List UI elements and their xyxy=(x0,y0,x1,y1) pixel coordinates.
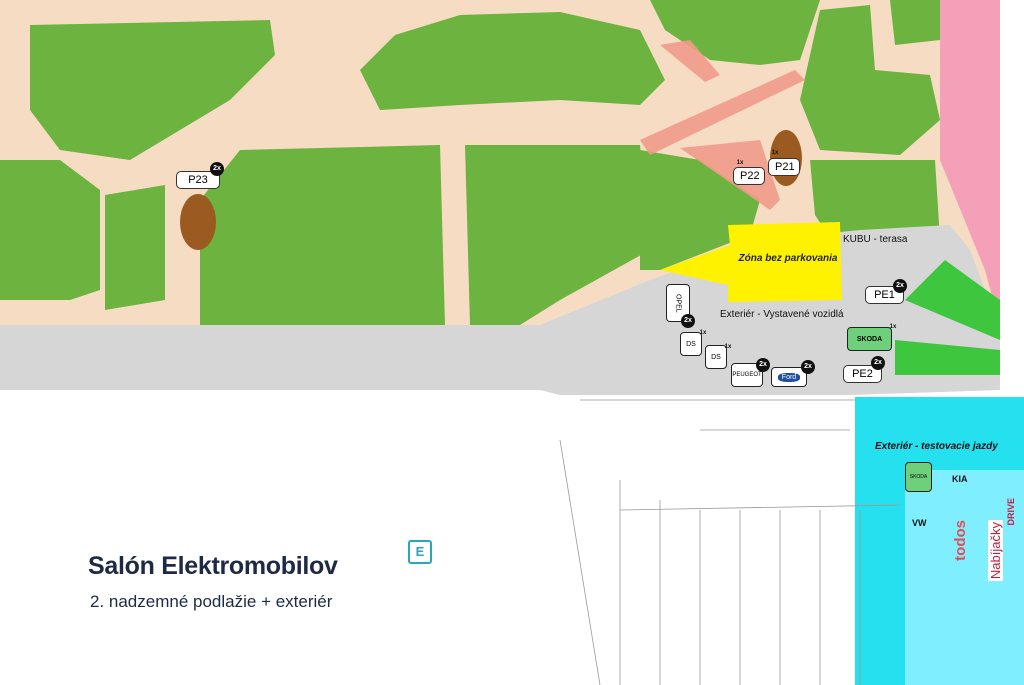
testdrive-skoda-label: SKODA xyxy=(909,474,928,480)
brand-skoda[interactable]: SKODA xyxy=(847,327,892,351)
green-triangle-upper xyxy=(905,260,1000,340)
testdrive-todos: todos xyxy=(952,520,969,561)
brand-ds-1-label: DS xyxy=(686,340,696,348)
brand-ds-2[interactable]: DS xyxy=(705,345,727,369)
electro-e-icon: E xyxy=(408,540,432,564)
brand-ford[interactable]: Ford xyxy=(771,367,807,387)
testdrive-chargers: Nabíjačky xyxy=(988,520,1003,582)
testdrive-kia: KIA xyxy=(952,474,968,484)
brand-peugeot-label: PEUGEOT xyxy=(732,372,762,378)
count-ds-2: 1x xyxy=(724,344,732,350)
no-parking-label: Zóna bez parkovania xyxy=(738,253,838,264)
brand-opel-label: OPEL xyxy=(674,293,682,313)
ramp-2 xyxy=(640,70,805,155)
green-block-5 xyxy=(890,0,940,45)
testdrive-vw: VW xyxy=(912,518,927,528)
count-skoda: 1x xyxy=(889,324,897,330)
brand-opel[interactable]: OPEL xyxy=(666,284,690,322)
green-triangle-lower xyxy=(895,340,1000,375)
brand-skoda-label: SKODA xyxy=(856,335,883,343)
green-block-1 xyxy=(30,20,275,160)
test-drive-inner xyxy=(905,470,1024,685)
testdrive-drive: DRIVE xyxy=(1006,498,1016,526)
island-p23 xyxy=(180,194,216,250)
green-block-3 xyxy=(650,0,820,65)
green-block-6 xyxy=(0,160,100,300)
count-opel: 2x xyxy=(681,314,695,328)
green-block-11 xyxy=(810,160,940,240)
test-drive-label: Exteriér - testovacie jazdy xyxy=(875,441,998,452)
count-ds-1: 1x xyxy=(699,330,707,336)
no-parking-zone xyxy=(660,222,842,302)
brand-ds-2-label: DS xyxy=(711,353,721,361)
count-p21: 1x xyxy=(771,150,779,156)
count-ford: 2x xyxy=(801,360,815,374)
count-p22: 1x xyxy=(736,160,744,166)
ramp-3 xyxy=(680,140,780,210)
count-pe2: 2x xyxy=(871,356,885,370)
tag-pe2[interactable]: PE2 xyxy=(843,365,882,383)
parking-lines xyxy=(559,399,901,685)
green-block-7 xyxy=(105,185,165,310)
page-title: Salón Elektromobilov xyxy=(88,552,338,580)
green-block-2 xyxy=(360,12,665,110)
green-block-9 xyxy=(465,145,650,325)
brand-ds-1[interactable]: DS xyxy=(680,332,702,356)
green-block-8 xyxy=(200,145,445,325)
tag-p22[interactable]: P22 xyxy=(733,167,765,185)
testdrive-skoda: SKODA xyxy=(905,462,932,492)
tag-p21[interactable]: P21 xyxy=(768,158,800,176)
kubu-terrace-label: KUBU - terasa xyxy=(843,234,908,245)
green-block-4 xyxy=(800,5,940,155)
count-pe1: 2x xyxy=(893,279,907,293)
ramp-1 xyxy=(660,40,720,82)
page-subtitle: 2. nadzemné podlažie + exteriér xyxy=(90,592,333,611)
exhibition-label: Exteriér - Vystavené vozidlá xyxy=(720,309,844,320)
count-peugeot: 2x xyxy=(756,358,770,372)
brand-ford-label: Ford xyxy=(777,372,801,382)
count-p23: 2x xyxy=(210,162,224,176)
pink-zone xyxy=(940,0,1000,325)
tag-p23[interactable]: P23 xyxy=(176,171,220,189)
